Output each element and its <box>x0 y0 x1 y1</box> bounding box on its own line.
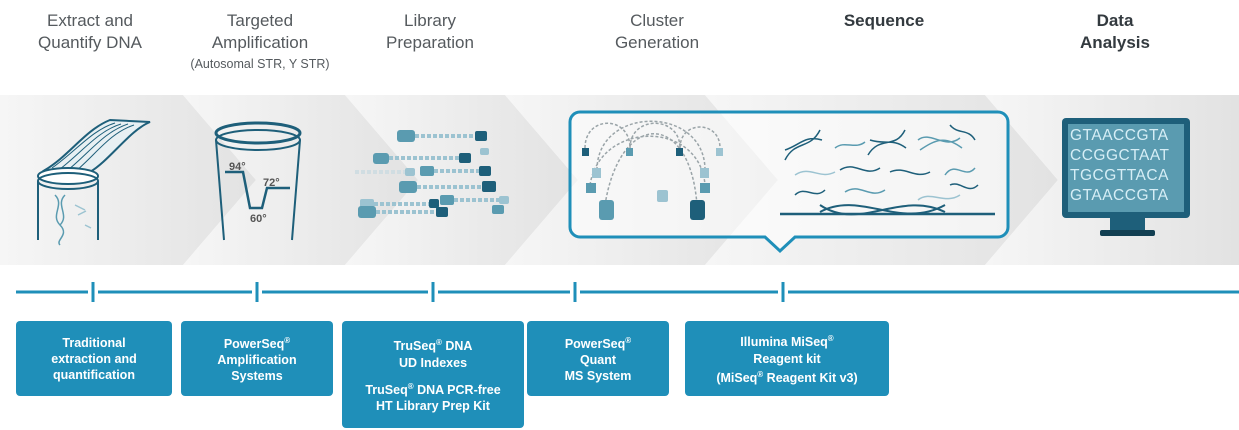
stage-subtitle: (Autosomal STR, Y STR) <box>190 57 330 71</box>
stage-title-analysis: Data Analysis <box>1045 10 1185 54</box>
monitor-line: GTAACCGTA <box>1070 187 1169 204</box>
monitor-illustration <box>1062 118 1190 236</box>
process-band: 94° 72° 60° <box>0 95 1239 265</box>
cluster-bridges-illustration <box>584 120 721 206</box>
chevron-1 <box>0 95 256 265</box>
stage-title-line: Quantify DNA <box>38 33 142 52</box>
registered-mark: ® <box>284 335 291 345</box>
kit-line: Illumina MiSeq® <box>740 334 834 350</box>
kit-box-powerseq-quant: PowerSeq® Quant MS System <box>527 321 669 396</box>
dna-strands-illustration <box>780 124 995 216</box>
chevron-2 <box>183 95 418 265</box>
registered-mark: ® <box>435 338 442 348</box>
timeline-ticks <box>91 282 785 302</box>
cluster-anchors <box>582 148 723 220</box>
monitor-line: GTAACCGTA <box>1070 127 1169 144</box>
stage-title-extract: Extract and Quantify DNA <box>20 10 160 54</box>
kit-line: UD Indexes <box>398 355 468 370</box>
stage-title-line: Preparation <box>386 33 474 52</box>
registered-mark: ® <box>827 334 834 344</box>
kit-line: Quant <box>579 353 617 368</box>
temp-label-72: 72° <box>263 177 280 189</box>
stage-title-amplification: Targeted Amplification (Autosomal STR, Y… <box>165 10 355 72</box>
kit-box-traditional: Traditional extraction and quantificatio… <box>16 321 172 396</box>
kit-line: TruSeq® DNA <box>393 338 473 354</box>
monitor-line: CCGGCTAAT <box>1070 147 1170 164</box>
stage-title-library: Library Preparation <box>360 10 500 54</box>
registered-mark: ® <box>625 335 632 345</box>
kit-line: Reagent kit <box>753 351 821 366</box>
stage-title-line: Library <box>404 11 456 30</box>
kit-box-miseq: Illumina MiSeq® Reagent kit (MiSeq® Reag… <box>685 321 889 396</box>
stage-title-line: Extract and <box>47 11 133 30</box>
stage-title-line: Amplification <box>211 33 309 52</box>
temp-label-60: 60° <box>250 213 267 225</box>
kit-line: Traditional <box>62 335 126 350</box>
extraction-tube-illustration <box>37 118 151 246</box>
registered-mark: ® <box>407 381 414 391</box>
stage-title-line: Sequence <box>843 11 925 30</box>
stage-title-line: Targeted <box>226 11 294 30</box>
kit-box-truseq: TruSeq® DNA UD Indexes TruSeq® DNA PCR-f… <box>342 321 524 428</box>
monitor-screen-text: GTAACCGTA CCGGCTAAT TGCGTTACA GTAACCGTA <box>1070 126 1182 210</box>
stage-title-line: Generation <box>614 33 700 52</box>
stage-title-line: Data <box>1096 11 1134 30</box>
kit-line: Amplification <box>217 353 297 368</box>
monitor-line: TGCGTTACA <box>1070 167 1169 184</box>
stage-title-line: Cluster <box>630 11 684 30</box>
temp-label-94: 94° <box>229 161 246 173</box>
kit-line: extraction and <box>51 351 137 366</box>
stage-title-cluster: Cluster Generation <box>587 10 727 54</box>
kit-line: (MiSeq® Reagent Kit v3) <box>716 369 858 385</box>
kit-line: quantification <box>53 367 135 382</box>
kit-line: TruSeq® DNA PCR-free <box>365 381 501 397</box>
library-fragments-illustration <box>355 130 509 218</box>
kit-box-powerseq-amplification: PowerSeq® Amplification Systems <box>181 321 333 396</box>
kit-line: MS System <box>564 369 632 384</box>
kit-line: HT Library Prep Kit <box>376 398 490 413</box>
kit-line: Systems <box>231 369 283 384</box>
registered-mark: ® <box>757 369 764 379</box>
kit-line: PowerSeq® <box>223 335 291 352</box>
stage-title-line: Analysis <box>1080 33 1150 52</box>
cluster-sequence-callout <box>568 110 1010 254</box>
stage-title-sequence: Sequence <box>814 10 954 32</box>
kit-line: PowerSeq® <box>564 335 632 352</box>
pcr-tube-illustration: 94° 72° 60° <box>214 121 302 241</box>
